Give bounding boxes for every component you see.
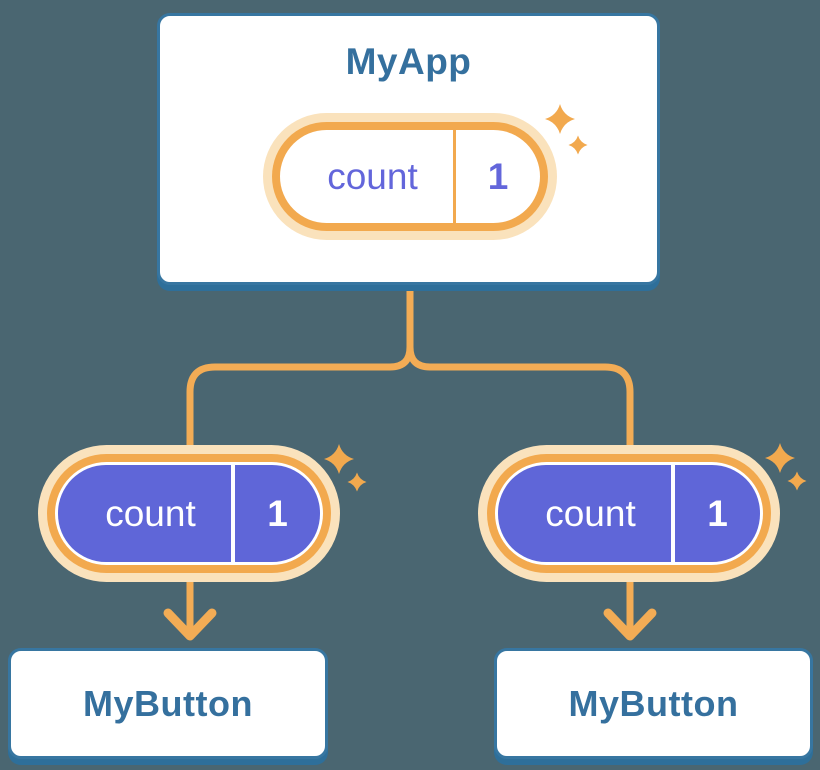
pill-ring: count 1 xyxy=(47,454,331,573)
prop-pill-left: count 1 xyxy=(38,445,340,582)
sparkle-icon xyxy=(324,444,354,474)
sparkle-icon xyxy=(765,443,795,473)
arrow-down-icon xyxy=(603,608,657,641)
pill-body: count 1 xyxy=(280,130,540,223)
state-pill-root: count 1 xyxy=(263,113,557,240)
sparkle-icon xyxy=(347,472,367,492)
state-value: 1 xyxy=(487,155,509,197)
prop-name: count xyxy=(498,465,671,562)
prop-value: 1 xyxy=(675,465,760,562)
prop-pill-right: count 1 xyxy=(478,445,780,582)
pill-body: count 1 xyxy=(55,462,323,565)
pill-ring: count 1 xyxy=(272,122,548,231)
pill-ring: count 1 xyxy=(487,454,771,573)
component-card-right: MyButton xyxy=(494,648,813,759)
pill-body: count 1 xyxy=(495,462,763,565)
prop-name: count xyxy=(58,465,231,562)
sparkle-icon xyxy=(787,471,807,491)
arrow-down-icon xyxy=(163,608,217,641)
state-name: count xyxy=(327,155,418,197)
pill-divider xyxy=(453,130,456,223)
component-card-left: MyButton xyxy=(8,648,328,759)
prop-value: 1 xyxy=(235,465,320,562)
component-title: MyApp xyxy=(345,41,472,82)
